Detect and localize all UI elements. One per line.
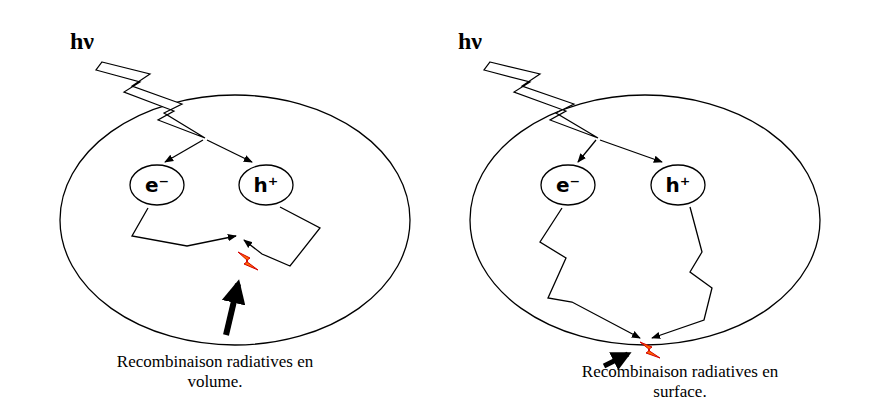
caption-text: Recombinaison radiatives en surface. <box>555 362 805 402</box>
photon-label: hν <box>70 28 94 55</box>
hole-path <box>652 207 712 338</box>
generation-arrow <box>165 140 203 162</box>
carrier-circle: e⁻ <box>540 164 596 206</box>
generation-arrow <box>600 140 662 162</box>
carrier-symbol: h⁺ <box>666 175 691 195</box>
generation-arrow <box>578 140 596 162</box>
electron-path <box>132 208 236 246</box>
emission-spark <box>238 252 258 270</box>
photon-bolt <box>484 62 598 138</box>
carrier-circle: h⁺ <box>650 164 706 206</box>
carrier-outline <box>651 165 705 205</box>
photon-label: hν <box>458 28 482 55</box>
carrier-outline <box>130 165 184 205</box>
caption-text: Recombinaison radiatives en volume. <box>90 352 340 392</box>
photon-bolt <box>96 62 205 138</box>
carrier-circle: h⁺ <box>238 164 294 206</box>
generation-arrow <box>207 140 252 162</box>
hole-path <box>244 207 320 266</box>
particle-circle <box>60 95 410 345</box>
pointer-arrow <box>226 284 238 335</box>
carrier-outline <box>239 165 293 205</box>
carrier-symbol: e⁻ <box>145 175 169 195</box>
carrier-outline <box>541 165 595 205</box>
emission-spark <box>640 342 660 358</box>
particle-circle <box>470 95 820 345</box>
carrier-circle: e⁻ <box>129 164 185 206</box>
carrier-symbol: e⁻ <box>556 175 580 195</box>
carrier-symbol: h⁺ <box>254 175 279 195</box>
electron-path <box>540 208 640 338</box>
